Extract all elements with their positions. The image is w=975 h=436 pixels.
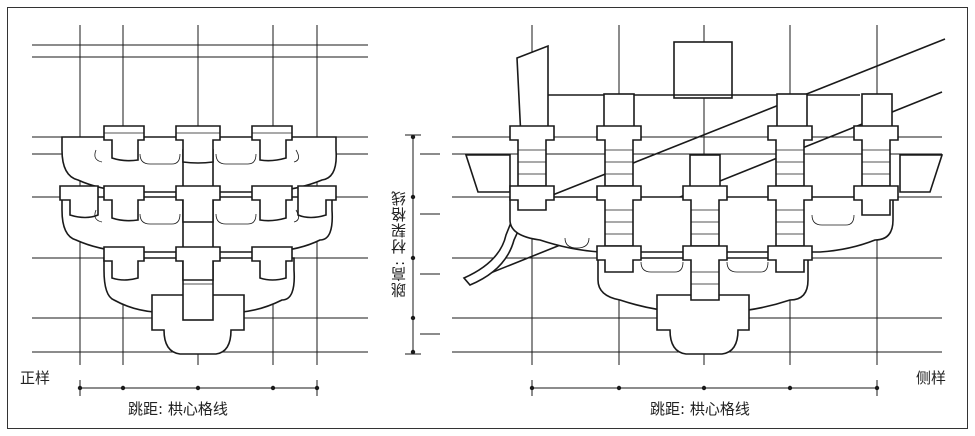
front-view-label: 正样 xyxy=(20,369,51,387)
front-view xyxy=(32,25,368,396)
caption-horizontal-spacing-left: 跳距: 栱心格线 xyxy=(128,400,228,418)
front-blocks-tier-1 xyxy=(103,125,293,164)
side-view-label: 侧样 xyxy=(916,369,947,387)
side-view xyxy=(405,25,946,396)
side-stacked-columns xyxy=(509,125,899,301)
side-column-posts xyxy=(603,93,893,198)
side-vertical-dimension-axis xyxy=(405,134,440,355)
side-cantilever-arm-left xyxy=(464,154,511,193)
caption-vertical-spacing: 跳高: 材栔格线 xyxy=(390,190,408,298)
side-hatch-details xyxy=(518,149,890,285)
figure-frame xyxy=(7,7,968,429)
caption-horizontal-spacing-right: 跳距: 栱心格线 xyxy=(650,400,750,418)
side-dimension-axis xyxy=(529,380,880,396)
front-blocks-tier-3 xyxy=(103,246,293,281)
front-central-post xyxy=(182,149,214,321)
front-slot-details xyxy=(94,149,299,225)
front-bearing-block xyxy=(151,294,245,355)
side-leaning-post xyxy=(516,44,549,139)
side-bearing-block xyxy=(656,294,750,355)
side-top-block xyxy=(673,41,733,99)
front-blocks-tier-2 xyxy=(59,185,337,223)
front-dimension-axis xyxy=(77,380,320,396)
side-cantilever-arm-right xyxy=(899,154,944,193)
